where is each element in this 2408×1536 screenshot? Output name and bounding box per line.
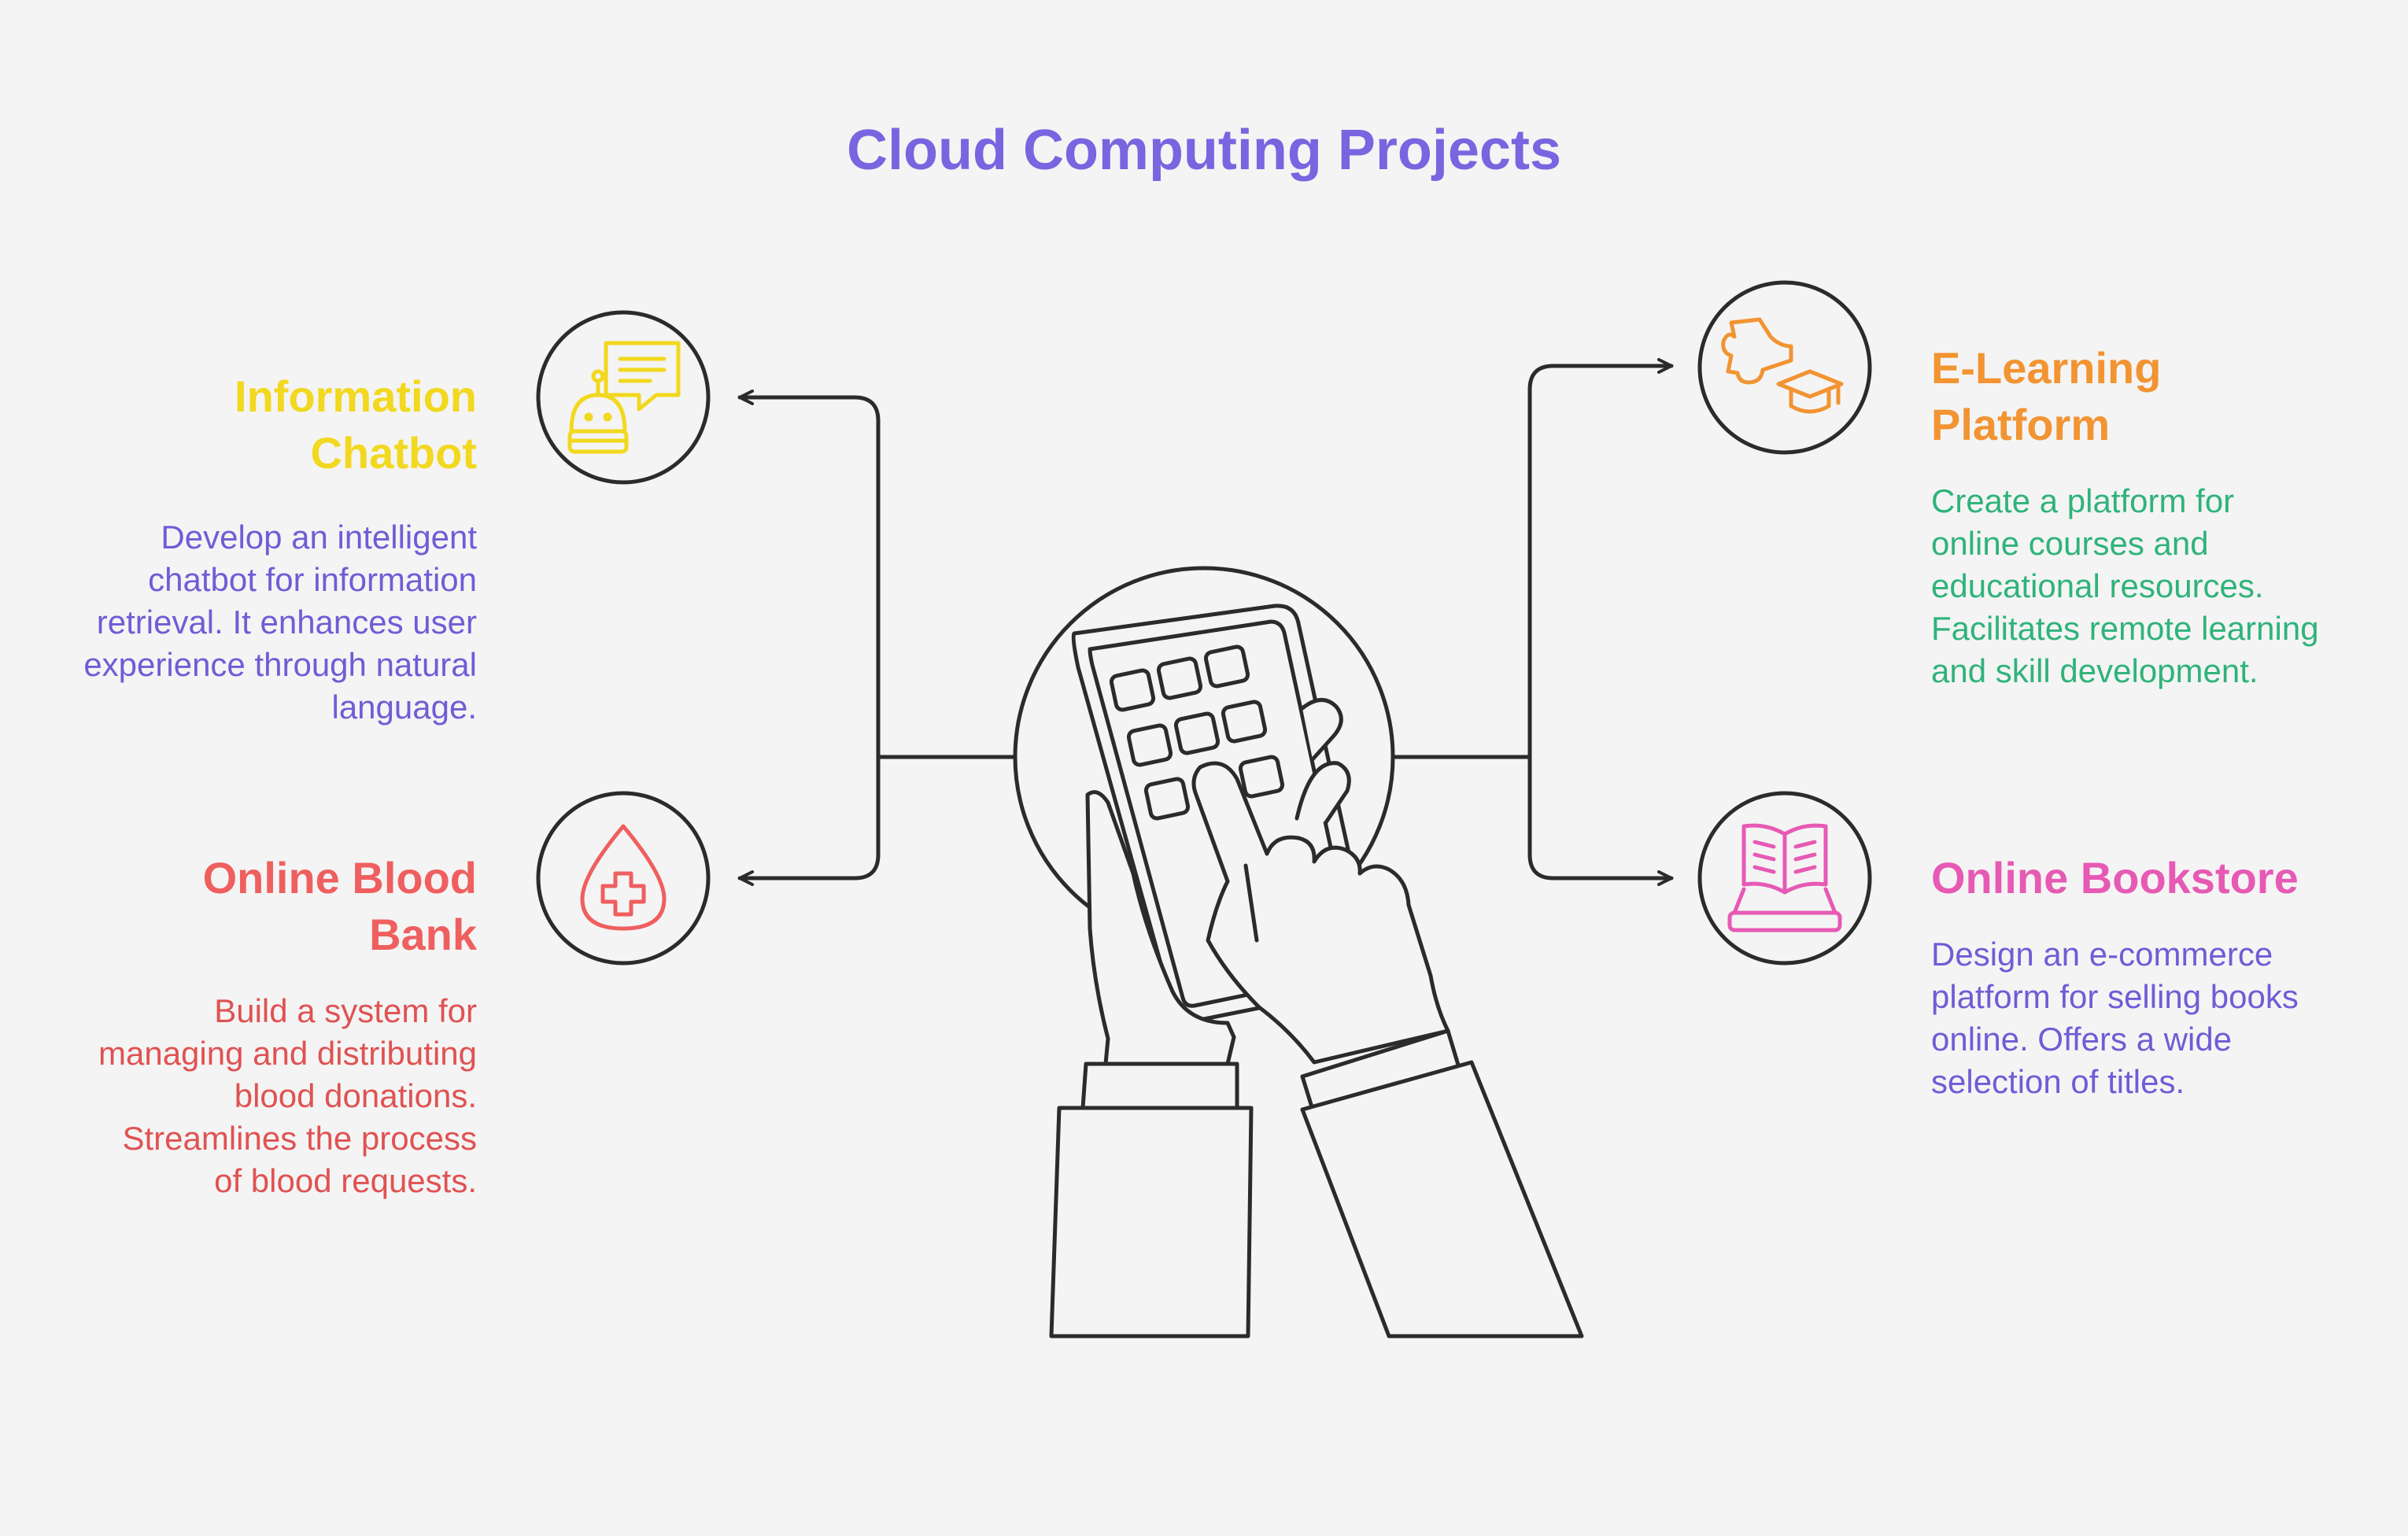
chatbot-heading: Information Chatbot <box>235 371 477 478</box>
bloodbank-heading: Online Blood Bank <box>202 853 477 959</box>
left-hand <box>1085 790 1236 1066</box>
bookstore-icon-circle <box>1697 791 1872 966</box>
blood-drop-cross-icon <box>580 824 667 931</box>
bloodbank-description: Build a system for managing and distribu… <box>98 992 477 1199</box>
bloodbank-icon-circle <box>536 791 711 966</box>
arrow-to-bookstore <box>1527 755 1674 886</box>
page-title: Cloud Computing Projects <box>847 119 1561 182</box>
right-sleeve <box>1300 1060 1584 1338</box>
finger-right <box>1294 761 1351 825</box>
left-sleeve <box>1049 1106 1254 1338</box>
elearning-heading: E-Learning Platform <box>1931 343 2162 449</box>
graduation-cap-icon <box>1721 317 1844 414</box>
left-sleeve-cuff <box>1080 1062 1239 1110</box>
connectors <box>737 358 1674 886</box>
bookstore-description: Design an e-commerce platform for sellin… <box>1931 936 2299 1100</box>
arrow-to-elearning <box>1527 358 1674 759</box>
right-hand <box>1191 761 1450 1065</box>
thumb-left <box>1300 698 1343 762</box>
chatbot-icon-circle <box>536 310 711 485</box>
arrow-to-chatbot <box>737 390 881 759</box>
open-book-icon <box>1727 823 1842 932</box>
robot-chat-icon <box>567 341 681 454</box>
bookstore-heading: Online Bookstore <box>1931 853 2299 903</box>
arrow-to-bloodbank <box>737 755 881 886</box>
elearning-description: Create a platform for online courses and… <box>1931 482 2319 689</box>
hands-phone-illustration <box>1013 566 1584 1338</box>
chatbot-description: Develop an intelligent chatbot for infor… <box>83 519 477 726</box>
elearning-icon-circle <box>1697 280 1872 455</box>
